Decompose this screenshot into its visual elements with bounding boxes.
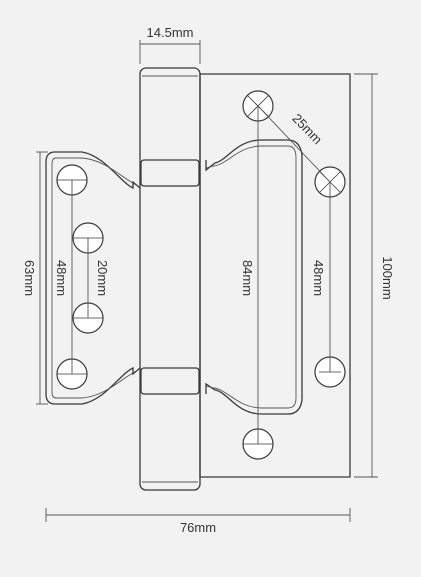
label-left-48: 48mm	[54, 260, 69, 296]
knuckle-barrel	[139, 67, 201, 491]
knuckle-segment-lower	[140, 367, 200, 395]
dim-total-width	[45, 508, 351, 522]
dim-right-height	[354, 73, 378, 478]
label-total-76: 76mm	[180, 520, 216, 535]
label-center-84: 84mm	[240, 260, 255, 296]
label-knuckle-width: 14.5mm	[147, 25, 194, 40]
label-left-20: 20mm	[95, 260, 110, 296]
left-leaf-outline	[45, 151, 141, 405]
knuckle-segment-upper	[140, 159, 200, 187]
dim-knuckle-width	[139, 40, 201, 64]
left-leaf-outline-inner	[51, 157, 139, 399]
label-right-100: 100mm	[380, 256, 395, 299]
label-left-63: 63mm	[22, 260, 37, 296]
dim-diag-25-line	[257, 105, 331, 183]
right-leaf-outline	[199, 73, 351, 478]
right-leaf-cutout-inner	[205, 145, 297, 409]
dim-left-height	[36, 151, 48, 405]
right-leaf-cutout	[205, 139, 303, 415]
label-right-48: 48mm	[311, 260, 326, 296]
